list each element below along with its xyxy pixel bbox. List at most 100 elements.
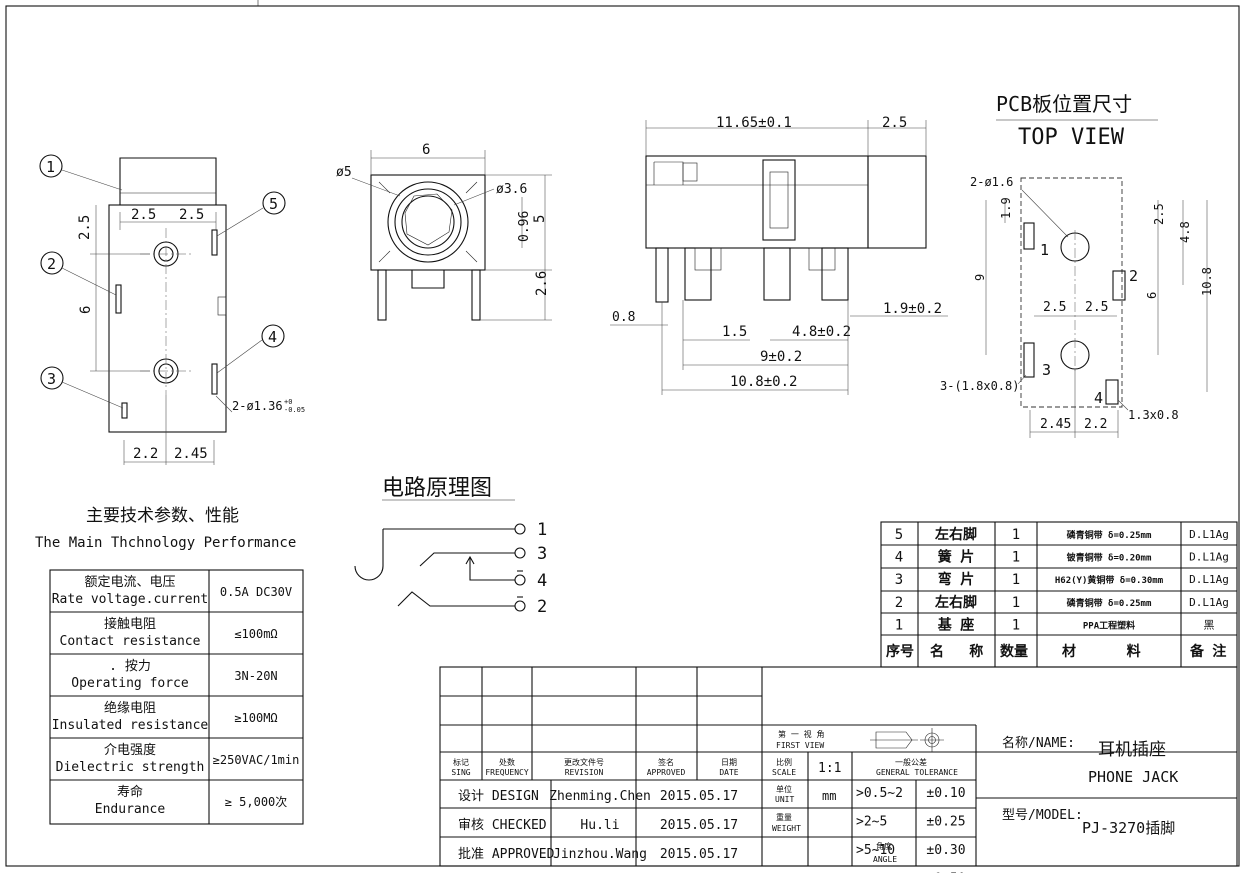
ts-dim-nine: 9±0.2 — [760, 349, 802, 365]
callout-1: 1 — [39, 154, 123, 191]
spec-value: ≥ 5,000次 — [225, 795, 288, 809]
tb-projection-cn: 第 一 视 角 — [778, 729, 824, 739]
bom-header-name: 名 称 — [930, 643, 983, 660]
tb-angle-cn: 角度 — [876, 841, 892, 851]
spec-label-en: Endurance — [95, 802, 166, 817]
bom-no: 5 — [895, 527, 903, 543]
top-side-view: 11.65±0.1 2.5 0.8 1.5 4.8±0.2 1.9±0.2 9±… — [610, 115, 948, 395]
callout-5: 5 — [216, 191, 286, 237]
pcb-dim-d: 9 — [973, 274, 987, 281]
tb-tol-range: >2~5 — [856, 815, 887, 830]
ts-dim-total: 10.8±0.2 — [730, 374, 797, 390]
spec-label-cn: . 按力 — [109, 659, 151, 674]
tb-date: 2015.05.17 — [660, 818, 738, 833]
ts-dim-gap: 1.5 — [722, 324, 747, 340]
pcb-dim-b: 2.5 — [1152, 203, 1166, 225]
tb-person: Hu.li — [580, 818, 619, 833]
spec-value: ≥250VAC/1min — [213, 753, 300, 767]
pcb-pin-4: 4 — [1094, 389, 1103, 407]
tb-name-en: PHONE JACK — [1088, 768, 1178, 786]
tb-unit-value: mm — [822, 789, 836, 803]
projection-symbol-icon — [870, 728, 944, 752]
bom-no: 3 — [895, 572, 903, 588]
bom-no: 2 — [895, 595, 903, 611]
pcb-dim-j: 2.2 — [1084, 417, 1107, 432]
ts-dim-end: 1.9±0.2 — [883, 301, 942, 317]
spec-label-en: Contact resistance — [60, 634, 201, 649]
tb-tol-value: ±0.10 — [926, 786, 965, 801]
tb-date: 2015.05.17 — [660, 789, 738, 804]
pcb-pin-3: 3 — [1042, 361, 1051, 379]
svg-text:1: 1 — [46, 158, 55, 176]
pcb-title-en: TOP VIEW — [1018, 125, 1125, 150]
spec-label-cn: 接触电阻 — [104, 616, 156, 632]
tb-projection-en: FIRST VIEW — [776, 741, 824, 750]
pcb-dim-h: 2.5 — [1085, 300, 1108, 315]
front-dim-c: 2.5 — [77, 215, 93, 240]
bom-header-material: 材 料 — [1062, 643, 1141, 660]
schematic-pin-2: 2 — [537, 597, 547, 617]
tb-scale-en: SCALE — [772, 768, 796, 777]
tb-header-cn: 签名 — [658, 757, 674, 767]
tb-role: 设计 DESIGN — [458, 789, 539, 804]
bom-qty: 1 — [1012, 527, 1020, 543]
pcb-hole-note: 2-ø1.6 — [970, 175, 1013, 189]
bom-finish: D.L1Ag — [1189, 551, 1229, 564]
bom-name: 左右脚 — [934, 526, 977, 543]
bom-qty: 1 — [1012, 617, 1020, 633]
spec-label-cn: 绝缘电阻 — [104, 700, 156, 716]
title-block: 标记SING处数FREQUENCY更改文件号REVISION签名APPROVED… — [439, 666, 1238, 873]
side-view: 6 ø5 ø3.6 0.96 5 2.6 — [336, 142, 552, 321]
front-dim-b: 2.5 — [179, 207, 204, 223]
tb-header-en: DATE — [719, 768, 738, 777]
side-dim-offset: 0.96 — [517, 211, 532, 242]
spec-value: 3N-20N — [234, 669, 277, 683]
pcb-pin-2: 2 — [1129, 267, 1138, 285]
schematic-pin-1: 1 — [537, 520, 547, 540]
bom-no: 4 — [895, 550, 903, 566]
tb-header-en: FREQUENCY — [485, 768, 529, 777]
bom-qty: 1 — [1012, 572, 1020, 588]
bom-no: 1 — [895, 617, 903, 633]
tb-header-en: SING — [451, 768, 470, 777]
front-hole-tol-lower: -0.05 — [284, 406, 305, 414]
schematic-title: 电路原理图 — [382, 476, 492, 501]
tb-weight-en: WEIGHT — [772, 824, 801, 833]
pcb-dim-e: 6 — [1145, 292, 1159, 299]
bom-header-qty: 数量 — [1000, 643, 1028, 660]
tb-header-cn: 日期 — [721, 758, 737, 767]
bom-qty: 1 — [1012, 595, 1020, 611]
tb-person: Zhenming.Chen — [549, 789, 651, 804]
svg-text:5: 5 — [269, 195, 278, 213]
tb-header-cn: 处数 — [499, 757, 515, 767]
ts-dim-mid: 4.8±0.2 — [792, 324, 851, 340]
tb-tol-range: >0.5~2 — [856, 786, 903, 801]
specs-table: 主要技术参数、性能 The Main Thchnology Performanc… — [35, 506, 304, 825]
pcb-slot-note: 3-(1.8x0.8) — [940, 379, 1019, 393]
pcb-dim-i: 2.45 — [1040, 417, 1071, 432]
svg-text:3: 3 — [47, 370, 56, 388]
pcb-title-cn: PCB板位置尺寸 — [996, 92, 1132, 116]
pcb-view: PCB板位置尺寸 TOP VIEW 1 2 3 4 2-ø1.6 1.9 2.5… — [940, 92, 1214, 438]
spec-value: ≥100MΩ — [234, 711, 277, 725]
bom-finish: 黑 — [1204, 618, 1215, 631]
tb-header-cn: 标记 — [453, 757, 469, 767]
tb-scale-value: 1:1 — [818, 761, 841, 776]
spec-label-en: Rate voltage.current — [52, 592, 209, 607]
spec-label-cn: 介电强度 — [104, 742, 156, 758]
bom-material: PPA工程塑料 — [1083, 619, 1135, 631]
side-dim-width: 6 — [422, 142, 430, 158]
tb-name-label: 名称/NAME: — [1002, 735, 1075, 751]
tb-person: Jinzhou.Wang — [553, 847, 647, 862]
tb-weight-cn: 重量 — [776, 812, 792, 822]
spec-value: 0.5A DC30V — [220, 585, 292, 599]
pcb-slot-note-b: 1.3x0.8 — [1128, 408, 1179, 422]
tb-model-value: PJ-3270插脚 — [1082, 819, 1175, 837]
side-dim-outer-dia: ø5 — [336, 165, 352, 180]
bom-name: 簧 片 — [938, 549, 974, 566]
tb-header-cn: 更改文件号 — [564, 757, 604, 767]
tb-role: 批准 APPROVED — [458, 847, 555, 862]
bom-finish: D.L1Ag — [1189, 528, 1229, 541]
bom-material: H62(Y)黄铜带 δ=0.30mm — [1055, 574, 1164, 586]
